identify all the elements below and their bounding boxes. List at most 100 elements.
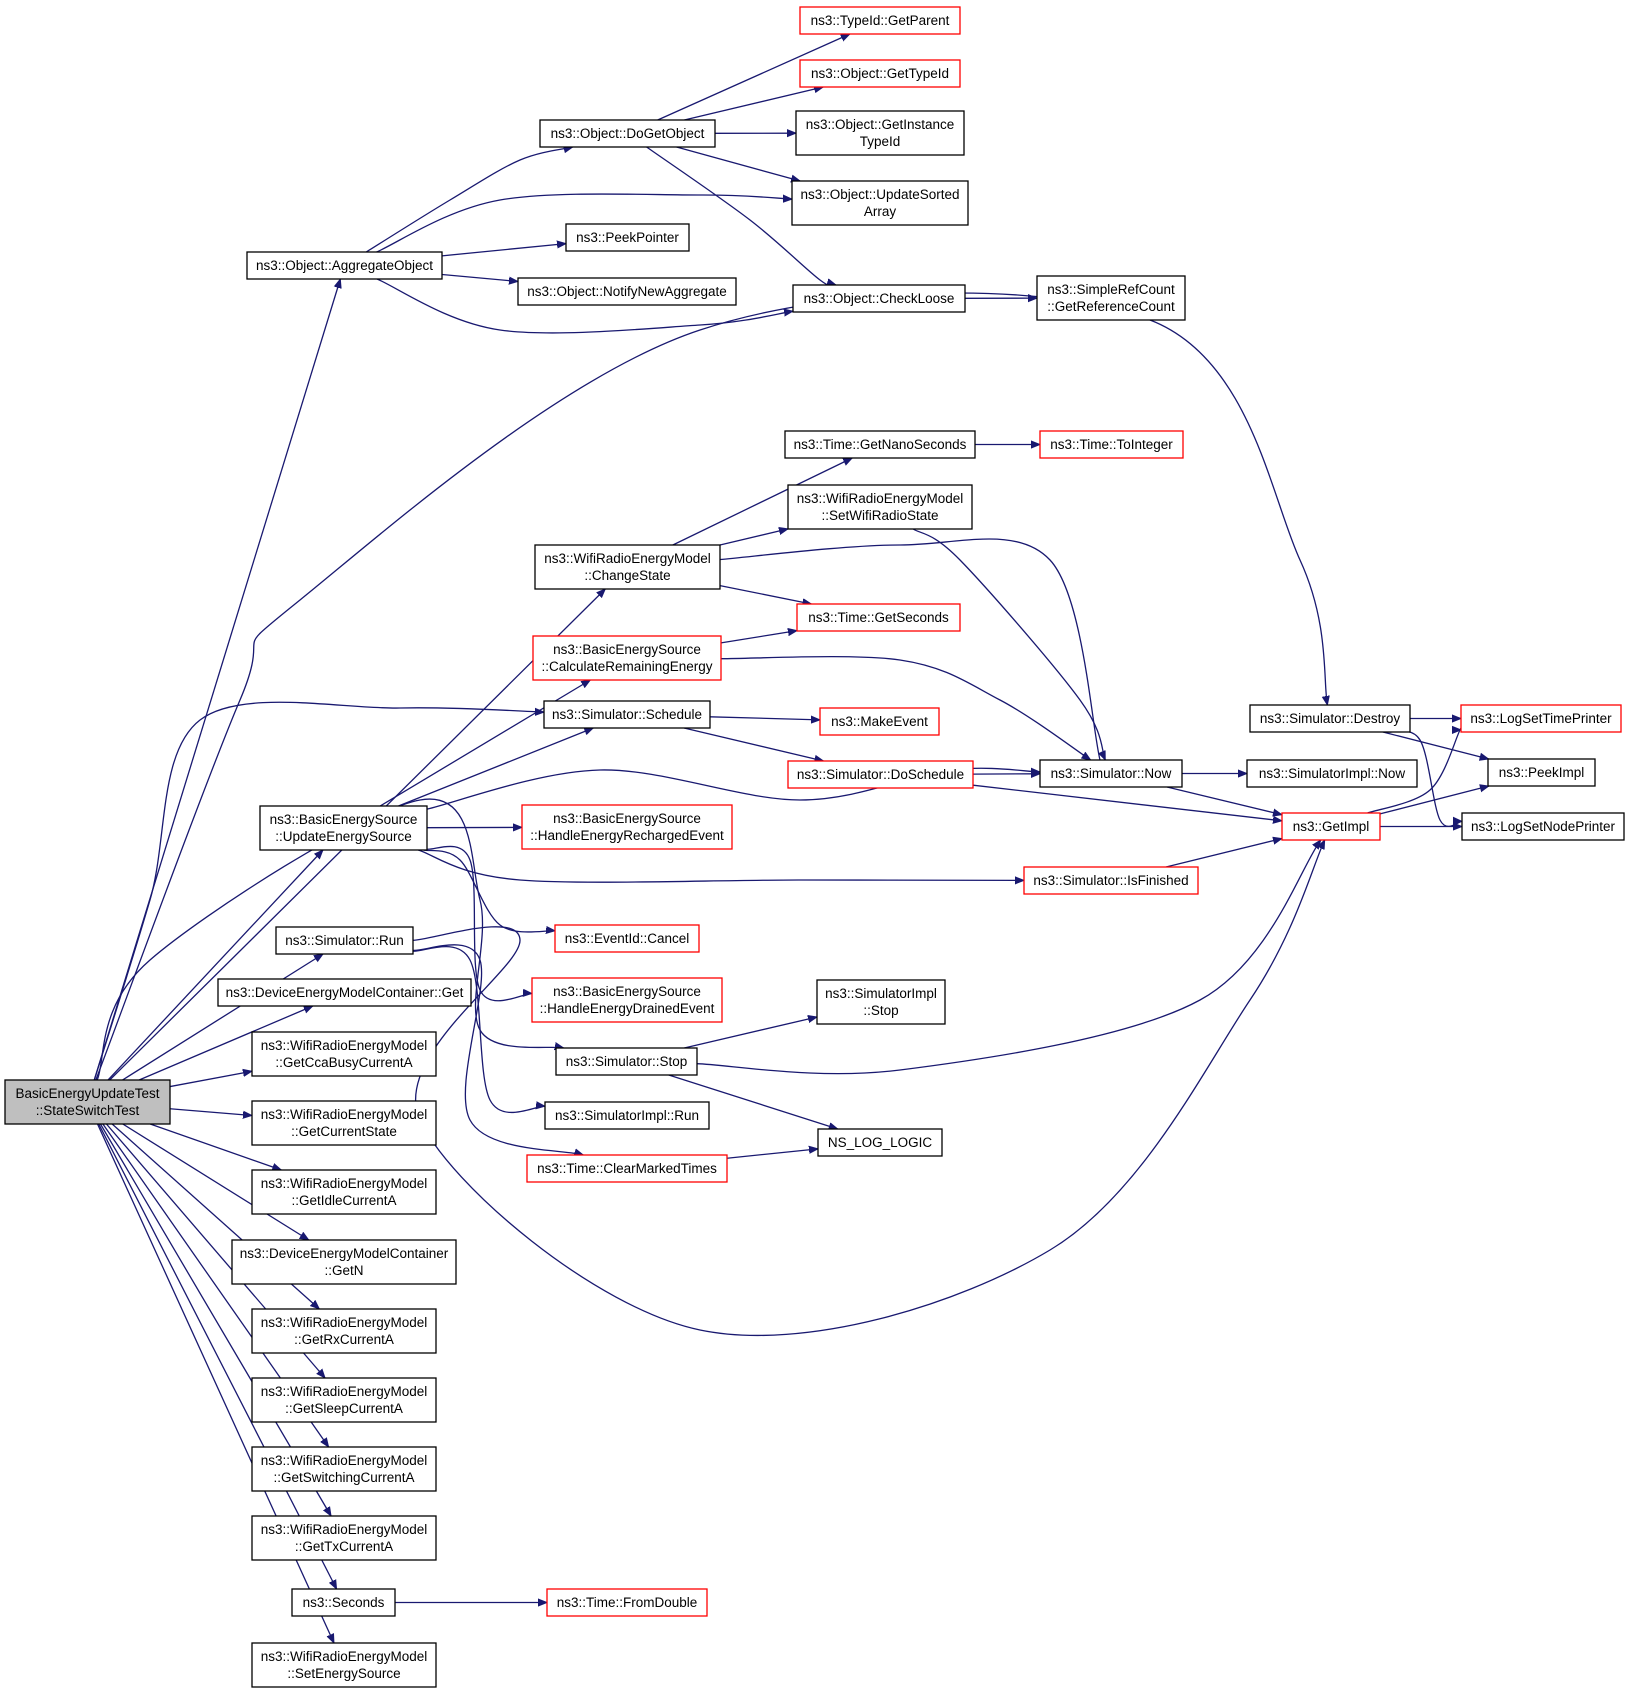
node-getseconds[interactable]: ns3::Time::GetSeconds <box>796 603 961 632</box>
node-isfinished[interactable]: ns3::Simulator::IsFinished <box>1023 866 1199 895</box>
node-aggregate[interactable]: ns3::Object::AggregateObject <box>246 251 443 280</box>
node-label: ns3::Time::FromDouble <box>557 1595 698 1610</box>
node-label: ns3::Object::NotifyNewAggregate <box>527 284 727 299</box>
node-checkloose[interactable]: ns3::Object::CheckLoose <box>792 284 966 313</box>
node-getcurrentstate[interactable]: ns3::WifiRadioEnergyModel::GetCurrentSta… <box>251 1100 437 1146</box>
node-setenergysource[interactable]: ns3::WifiRadioEnergyModel::SetEnergySour… <box>251 1642 437 1688</box>
node-label: ::GetIdleCurrentA <box>291 1193 396 1208</box>
node-simimplnow[interactable]: ns3::SimulatorImpl::Now <box>1246 759 1418 788</box>
edge-line <box>93 701 544 1081</box>
node-box <box>543 700 711 729</box>
node-getrefcount[interactable]: ns3::SimpleRefCount::GetReferenceCount <box>1036 275 1186 321</box>
node-logsetnode[interactable]: ns3::LogSetNodePrinter <box>1461 812 1625 841</box>
node-getnanoseconds[interactable]: ns3::Time::GetNanoSeconds <box>784 430 976 459</box>
node-label: ns3::SimulatorImpl <box>825 986 937 1001</box>
node-simnow[interactable]: ns3::Simulator::Now <box>1039 759 1183 788</box>
node-destroy[interactable]: ns3::Simulator::Destroy <box>1249 704 1411 733</box>
node-getccabusy[interactable]: ns3::WifiRadioEnergyModel::GetCcaBusyCur… <box>251 1031 437 1077</box>
node-getswitching[interactable]: ns3::WifiRadioEnergyModel::GetSwitchingC… <box>251 1446 437 1492</box>
edge-aggregate-to-notifynew <box>441 273 518 281</box>
node-label: ns3::WifiRadioEnergyModel <box>797 491 964 506</box>
node-label: BasicEnergyUpdateTest <box>15 1086 159 1101</box>
edge-aggregate-to-updatesorted <box>376 193 792 253</box>
node-box <box>526 1154 728 1183</box>
node-cancel[interactable]: ns3::EventId::Cancel <box>554 924 700 953</box>
node-handledrained[interactable]: ns3::BasicEnergySource::HandleEnergyDrai… <box>531 977 723 1023</box>
node-label: ns3::SimpleRefCount <box>1047 282 1175 297</box>
node-box <box>1246 759 1418 788</box>
node-label: ns3::PeekImpl <box>1499 765 1585 780</box>
node-handlerecharged[interactable]: ns3::BasicEnergySource::HandleEnergyRech… <box>521 804 733 850</box>
node-label: ns3::LogSetNodePrinter <box>1471 819 1616 834</box>
edge-line <box>719 584 811 604</box>
node-doschedule[interactable]: ns3::Simulator::DoSchedule <box>787 760 974 789</box>
node-peekpointer[interactable]: ns3::PeekPointer <box>565 223 690 252</box>
node-simrun[interactable]: ns3::Simulator::Run <box>275 926 414 955</box>
edge-line <box>696 840 1321 1075</box>
node-devget[interactable]: ns3::DeviceEnergyModelContainer::Get <box>217 978 472 1007</box>
node-simimplstop[interactable]: ns3::SimulatorImpl::Stop <box>816 979 946 1025</box>
node-label: ns3::BasicEnergySource <box>553 642 701 657</box>
edge-line <box>423 849 555 932</box>
node-getparent[interactable]: ns3::TypeId::GetParent <box>799 6 961 35</box>
node-makeevent[interactable]: ns3::MakeEvent <box>819 707 940 736</box>
node-label: ns3::EventId::Cancel <box>565 931 690 946</box>
edge-line <box>107 850 323 1081</box>
edge-simstop-to-nslogic <box>668 1074 838 1129</box>
node-getrx[interactable]: ns3::WifiRadioEnergyModel::GetRxCurrentA <box>251 1308 437 1354</box>
edge-line <box>122 1123 309 1240</box>
node-calcremaining[interactable]: ns3::BasicEnergySource::CalculateRemaini… <box>532 635 722 681</box>
node-label: ns3::WifiRadioEnergyModel <box>261 1315 428 1330</box>
node-changestate[interactable]: ns3::WifiRadioEnergyModel::ChangeState <box>534 544 721 590</box>
node-getsleep[interactable]: ns3::WifiRadioEnergyModel::GetSleepCurre… <box>251 1377 437 1423</box>
node-nslogic[interactable]: NS_LOG_LOGIC <box>817 1128 943 1157</box>
node-box <box>517 277 737 306</box>
node-getn[interactable]: ns3::DeviceEnergyModelContainer::GetN <box>231 1239 457 1285</box>
node-dogetobject[interactable]: ns3::Object::DoGetObject <box>539 119 716 148</box>
node-label: ::UpdateEnergySource <box>275 829 412 844</box>
node-tointeger[interactable]: ns3::Time::ToInteger <box>1039 430 1184 459</box>
node-schedule[interactable]: ns3::Simulator::Schedule <box>543 700 711 729</box>
edge-line <box>683 727 823 761</box>
node-root[interactable]: BasicEnergyUpdateTest::StateSwitchTest <box>4 1079 171 1125</box>
node-box <box>231 1239 457 1285</box>
node-box <box>787 484 973 530</box>
node-label: ns3::Simulator::DoSchedule <box>797 767 964 782</box>
node-box <box>251 1031 437 1077</box>
node-fromdouble[interactable]: ns3::Time::FromDouble <box>546 1588 708 1617</box>
node-box <box>1281 812 1381 841</box>
node-getidle[interactable]: ns3::WifiRadioEnergyModel::GetIdleCurren… <box>251 1169 437 1215</box>
node-label: ns3::Seconds <box>303 1595 385 1610</box>
node-label: ns3::WifiRadioEnergyModel <box>261 1649 428 1664</box>
node-box <box>1039 430 1184 459</box>
edge-line <box>684 1017 817 1049</box>
node-box <box>534 544 721 590</box>
node-box <box>795 110 965 156</box>
node-simstop[interactable]: ns3::Simulator::Stop <box>555 1047 698 1076</box>
node-notifynew[interactable]: ns3::Object::NotifyNewAggregate <box>517 277 737 306</box>
edge-destroy-to-peekimpl <box>1382 731 1489 759</box>
node-seconds[interactable]: ns3::Seconds <box>291 1588 396 1617</box>
edge-line <box>972 784 1282 821</box>
node-label: ::GetReferenceCount <box>1047 299 1175 314</box>
node-label: ::GetSleepCurrentA <box>285 1401 403 1416</box>
node-updateenergysource[interactable]: ns3::BasicEnergySource::UpdateEnergySour… <box>259 805 428 851</box>
node-label: ns3::WifiRadioEnergyModel <box>261 1453 428 1468</box>
node-getimpl[interactable]: ns3::GetImpl <box>1281 812 1381 841</box>
node-label: ns3::WifiRadioEnergyModel <box>261 1522 428 1537</box>
node-label: ns3::MakeEvent <box>831 714 928 729</box>
node-gettypeid[interactable]: ns3::Object::GetTypeId <box>799 59 961 88</box>
node-logsettime[interactable]: ns3::LogSetTimePrinter <box>1460 704 1622 733</box>
node-simimplrun[interactable]: ns3::SimulatorImpl::Run <box>544 1101 710 1130</box>
edge-line <box>138 1005 313 1081</box>
node-peekimpl[interactable]: ns3::PeekImpl <box>1487 758 1596 787</box>
edge-root-to-updateenergysource <box>107 850 323 1081</box>
edge-root-to-aggregate <box>93 279 340 1081</box>
node-setwifiradiostate[interactable]: ns3::WifiRadioEnergyModel::SetWifiRadioS… <box>787 484 973 530</box>
edge-line <box>684 87 823 121</box>
edge-dogetobject-to-getparent <box>657 33 850 121</box>
node-gettx[interactable]: ns3::WifiRadioEnergyModel::GetTxCurrentA <box>251 1515 437 1561</box>
node-clearmarked[interactable]: ns3::Time::ClearMarkedTimes <box>526 1154 728 1183</box>
